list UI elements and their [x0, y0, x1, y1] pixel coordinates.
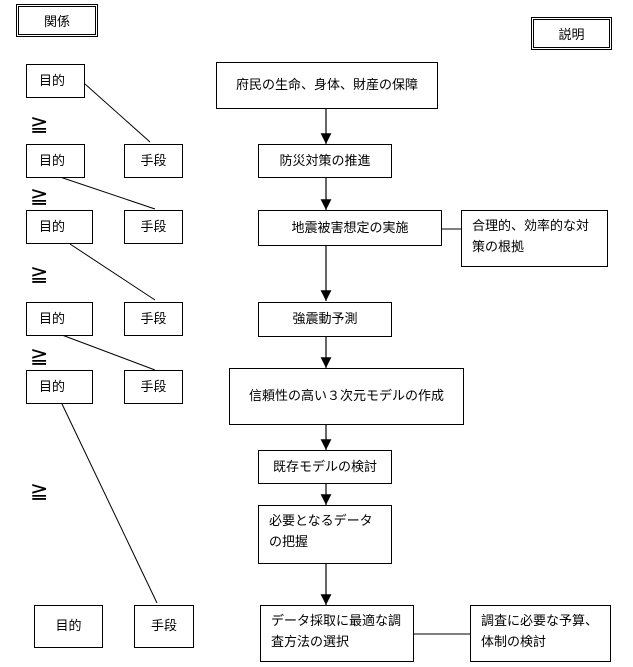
- purpose-label: 目的: [55, 619, 82, 634]
- explanation-label: 説明: [558, 28, 585, 43]
- flow-step: 府民の生命、身体、財産の保障: [216, 62, 438, 109]
- flow-step-label: 信頼性の高い３次元モデルの作成: [248, 389, 444, 404]
- flow-step-label: 既存モデルの検討: [272, 459, 377, 475]
- purpose-box: 目的: [26, 370, 93, 404]
- explanation-header: 説明: [531, 17, 612, 50]
- purpose-box: 目的: [26, 64, 85, 98]
- flow-step: 必要となるデータの把握: [258, 505, 392, 564]
- link-line: [61, 403, 158, 604]
- flow-step: 既存モデルの検討: [258, 450, 392, 484]
- flow-step: 防災対策の推進: [258, 144, 392, 178]
- note-box: 合理的、効率的な対策の根拠: [461, 210, 608, 267]
- means-box: 手段: [124, 210, 183, 244]
- link-line: [61, 334, 156, 371]
- flow-step-label: データ採取に最適な調査方法の選択: [271, 614, 402, 650]
- purpose-label: 目的: [39, 153, 66, 169]
- purpose-label: 目的: [39, 219, 66, 235]
- link-line: [59, 176, 156, 210]
- purpose-label: 目的: [39, 311, 66, 327]
- flow-step: 強震動予測: [258, 302, 392, 337]
- means-box: 手段: [124, 370, 183, 404]
- flow-step-label: 防災対策の推進: [279, 153, 371, 169]
- note-box: 調査に必要な予算、体制の検討: [470, 605, 611, 662]
- purpose-box: 目的: [26, 302, 93, 336]
- flow-step-label: 強震動予測: [292, 312, 358, 327]
- purpose-box: 目的: [34, 605, 103, 648]
- relation-symbol: ≧: [30, 262, 49, 287]
- purpose-label: 目的: [39, 73, 66, 89]
- note-label: 調査に必要な予算、体制の検討: [481, 614, 599, 650]
- flow-step-label: 地震被害想定の実施: [291, 220, 409, 236]
- relation-symbol: ≧: [30, 184, 49, 209]
- flow-step: 地震被害想定の実施: [258, 210, 442, 246]
- means-label: 手段: [140, 153, 167, 169]
- means-label: 手段: [150, 619, 177, 634]
- means-box: 手段: [124, 302, 183, 336]
- relation-label: 関係: [43, 15, 70, 30]
- note-label: 合理的、効率的な対策の根拠: [472, 219, 590, 255]
- flow-step-label: 府民の生命、身体、財産の保障: [235, 78, 418, 93]
- relation-header: 関係: [16, 4, 98, 37]
- purpose-box: 目的: [26, 210, 93, 244]
- link-line: [69, 243, 156, 301]
- link-line: [84, 83, 151, 143]
- means-box: 手段: [134, 605, 194, 648]
- means-label: 手段: [140, 379, 167, 395]
- flow-step: 信頼性の高い３次元モデルの作成: [229, 368, 464, 425]
- relation-symbol: ≧: [30, 479, 49, 504]
- purpose-label: 目的: [39, 379, 66, 395]
- means-box: 手段: [124, 144, 183, 178]
- flow-step-label: 必要となるデータの把握: [269, 514, 373, 550]
- relation-symbol: ≧: [30, 112, 49, 137]
- purpose-box: 目的: [26, 144, 85, 178]
- means-label: 手段: [140, 219, 167, 235]
- flow-step: データ採取に最適な調査方法の選択: [260, 605, 414, 662]
- relation-symbol: ≧: [30, 344, 49, 369]
- means-label: 手段: [140, 311, 167, 327]
